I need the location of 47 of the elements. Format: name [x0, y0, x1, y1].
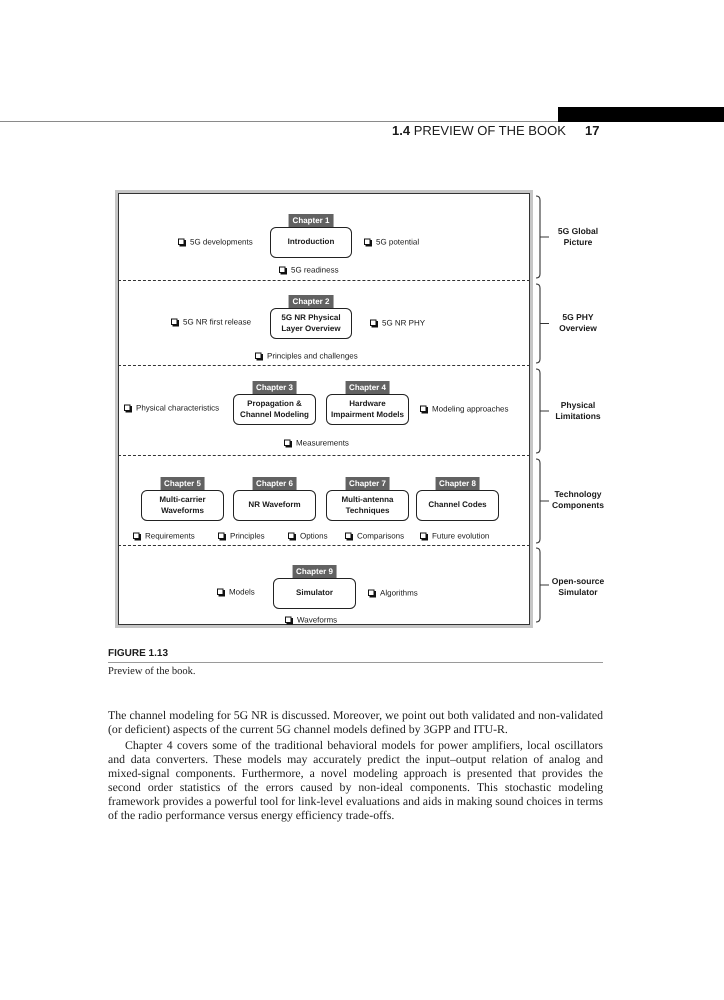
topic-label: Principles — [230, 532, 265, 540]
figure-frame — [115, 190, 533, 628]
chapter-tab: Chapter 6 — [252, 477, 297, 490]
topic-label: Principles and challenges — [267, 352, 358, 360]
running-header: 1.4 PREVIEW OF THE BOOK — [392, 123, 566, 139]
section-label: 5G PHY Overview — [558, 312, 598, 334]
topic-label: 5G readiness — [291, 266, 339, 274]
chapter-tab: Chapter 1 — [288, 214, 334, 227]
topic-label: Models — [229, 588, 255, 596]
topic-label: Physical characteristics — [136, 404, 220, 412]
topic-label: Comparisons — [357, 532, 404, 540]
topic-label: 5G potential — [376, 238, 420, 246]
figure-caption: Preview of the book. — [108, 665, 196, 678]
chapter-title: Introduction — [286, 237, 336, 248]
topic-label: Options — [300, 532, 328, 540]
topic-label: Waveforms — [297, 616, 338, 624]
chapter-title: Hardware Impairment Models — [330, 398, 405, 420]
chapter-title: Multi-carrier Waveforms — [158, 494, 207, 516]
chapter-tab: Chapter 4 — [345, 381, 390, 394]
chapter-title: 5G NR Physical Layer Overview — [280, 312, 342, 334]
chapter-tab: Chapter 7 — [345, 477, 390, 490]
section-label: Physical Limitations — [554, 400, 602, 422]
topic-label: 5G developments — [190, 238, 253, 246]
chapter-tab: Chapter 5 — [160, 477, 205, 490]
section-label: Open-source Simulator — [550, 576, 606, 598]
chapter-title: NR Waveform — [247, 500, 302, 511]
chapter-tab: Chapter 8 — [435, 477, 480, 490]
section-label: Technology Components — [551, 488, 605, 512]
chapter-tab: Chapter 3 — [252, 381, 297, 394]
chapter-tab: Chapter 2 — [288, 295, 334, 308]
topic-label: Measurements — [296, 438, 349, 448]
section-label: 5G Global Picture — [556, 226, 600, 248]
chapter-title: Simulator — [295, 588, 334, 599]
chapter-title: Multi-antenna Techniques — [340, 494, 394, 516]
chapter-tab: Chapter 9 — [292, 565, 337, 578]
figure-number: FIGURE 1.13 — [108, 648, 168, 660]
page-number: 17 — [585, 123, 600, 139]
topic-label: Future evolution — [432, 532, 490, 540]
topic-label: Algorithms — [380, 588, 418, 598]
topic-label: 5G NR first release — [183, 318, 252, 326]
body-paragraph: Chapter 4 covers some of the traditional behavioral models for power amplifiers, local oscillators and data converters. These models may accurately predict the input–output relation of analog and mixed-signal components. Furthermore, a novel modeling approach is presented that provides the second order statistics of the errors caused by non-ideal components. This stochastic modeling framework provides a powerful tool for link-level evaluations and aids in making sound choices in terms of the radio performance versus energy efficiency trade-offs. — [108, 738, 603, 822]
chapter-title: Propagation & Channel Modeling — [239, 398, 310, 420]
chapter-title: Channel Codes — [427, 500, 488, 511]
topic-label: Requirements — [145, 532, 195, 540]
topic-label: Modeling approaches — [432, 404, 508, 414]
topic-label: 5G NR PHY — [382, 318, 426, 328]
body-paragraph: The channel modeling for 5G NR is discussed. Moreover, we point out both validated and non-validated (or deficient) aspects of the current 5G channel models defined by 3GPP and ITU-R. — [108, 708, 603, 736]
